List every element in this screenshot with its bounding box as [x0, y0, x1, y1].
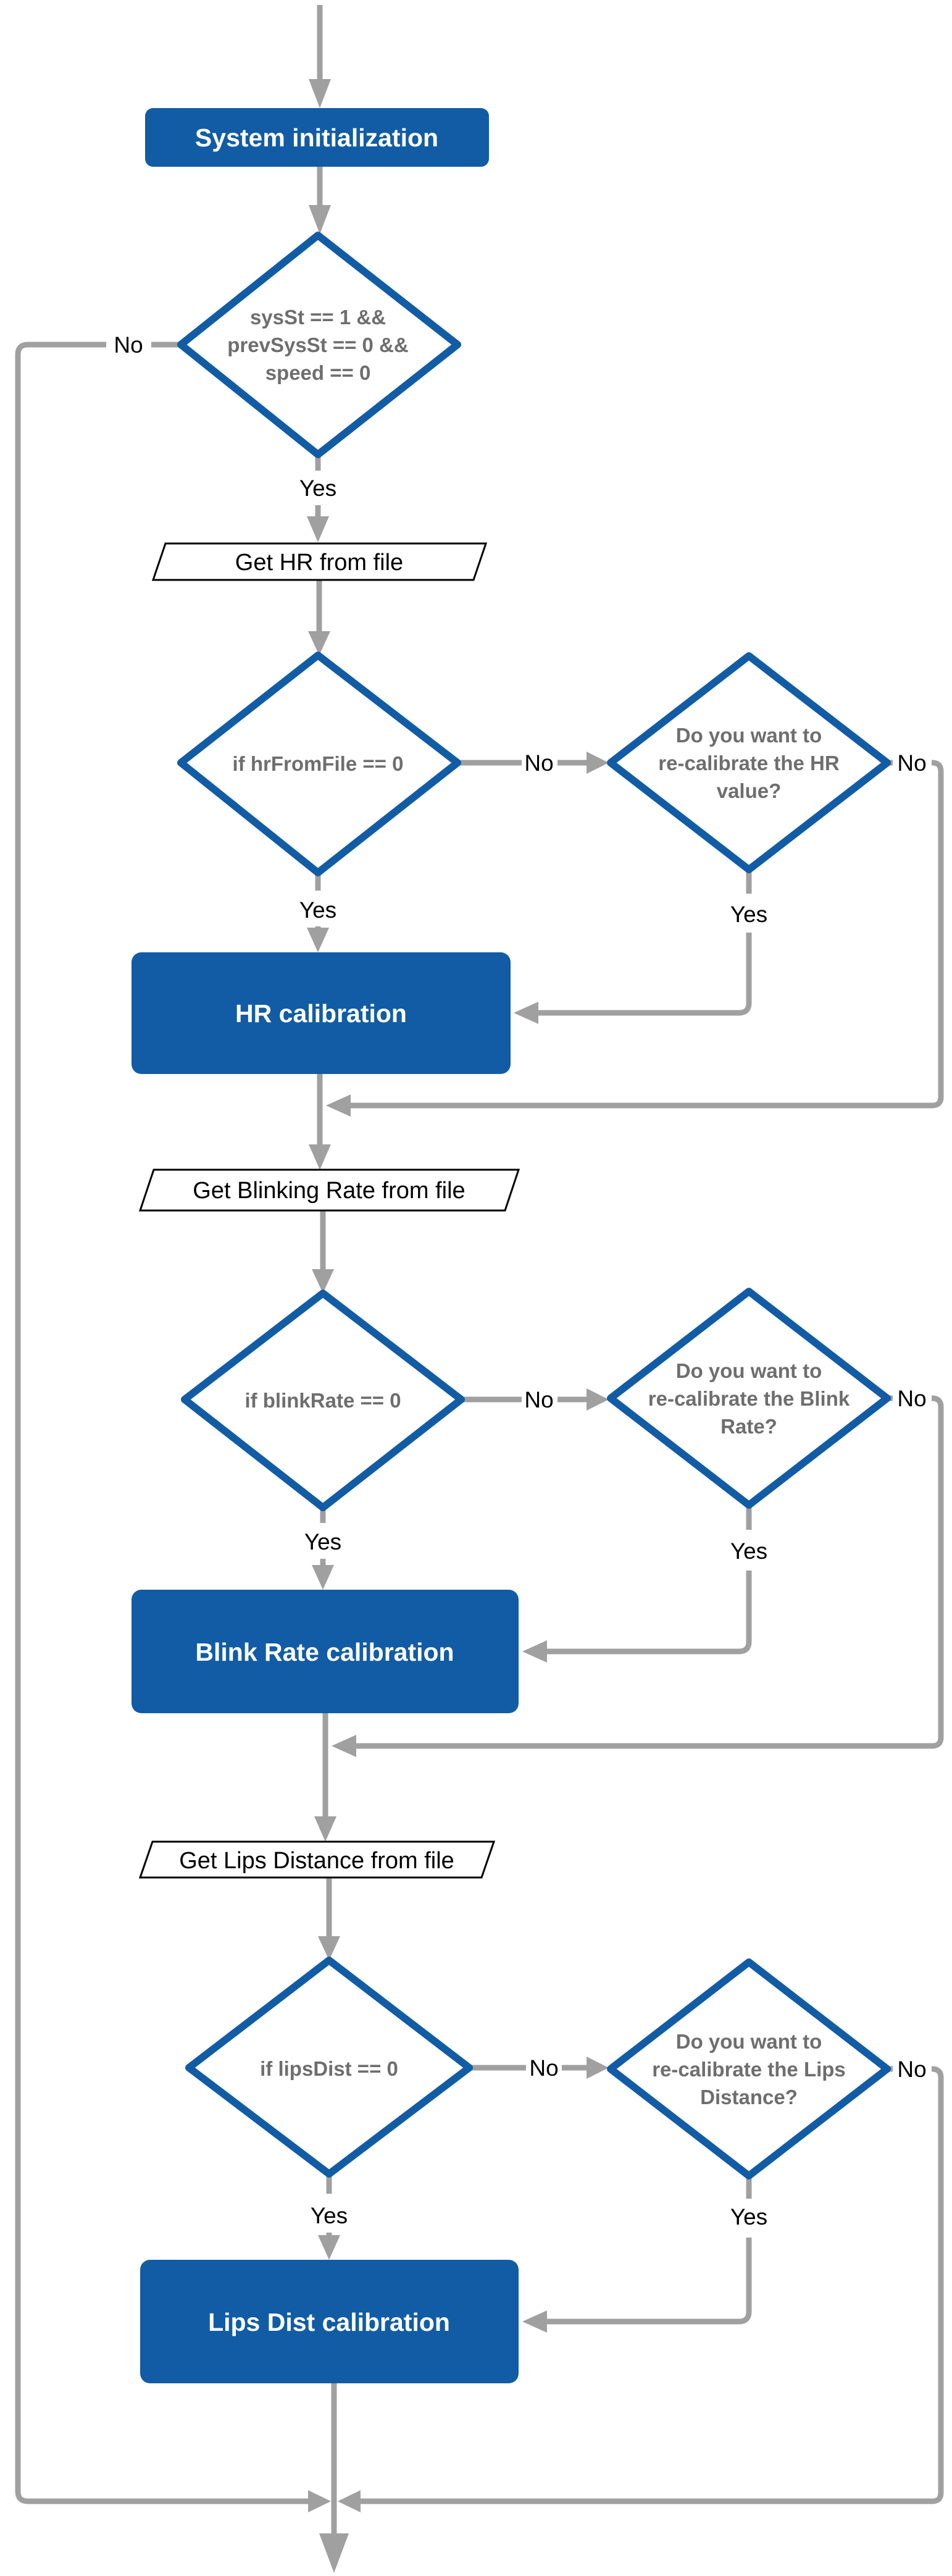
arrowhead-into-cond-blink-recal [587, 1388, 609, 1411]
arrowhead-blink-no-into-spine [332, 1735, 356, 1757]
arrowhead-hr-no-into-spine [326, 1094, 351, 1117]
cond-blink-recal-line2: re-calibrate the Blink [648, 1387, 850, 1410]
edge-label-yes-condhr: Yes [299, 897, 336, 923]
get-hr-label: Get HR from file [235, 550, 403, 576]
arrowhead-yes-into-hr-calibration [307, 928, 329, 952]
edge-lipsrecal-yes-b [547, 2238, 752, 2325]
cond-hr-recal-line1: Do you want to [676, 724, 822, 747]
edge-label-no-condhr-recal: No [897, 750, 926, 776]
cond-start-line2: prevSysSt == 0 && [227, 334, 409, 356]
arrowhead-into-system-init [309, 79, 331, 108]
hr-calibration-label: HR calibration [235, 999, 407, 1028]
node-system-initialization-label: System initialization [195, 124, 438, 152]
cond-lips-line1: if lipsDist == 0 [260, 2057, 398, 2080]
cond-hr-recal-line3: value? [717, 779, 782, 802]
arrowhead-into-cond-hr-recal [587, 752, 609, 774]
node-cond-lips-recal [607, 1958, 891, 2180]
arrowhead-into-get-lips [314, 1816, 336, 1842]
node-get-hr-from-file [151, 542, 488, 581]
edge-label-no-condstart: No [114, 332, 143, 358]
arrowhead-into-lips-calibration [522, 2310, 547, 2333]
node-get-lips-from-file [138, 1840, 496, 1879]
lips-calibration-label: Lips Dist calibration [208, 2308, 450, 2336]
node-cond-hr-recal [607, 652, 891, 873]
node-cond-hr [177, 652, 461, 876]
edge-left-no-loop [15, 342, 308, 2504]
arrowhead-yes-into-blink-calibration [312, 1565, 334, 1590]
node-lips-calibration [140, 2260, 519, 2383]
arrowhead-left-loop-into-junction [308, 2490, 331, 2512]
cond-blink-line1: if blinkRate == 0 [244, 1389, 401, 1412]
arrowhead-into-hr-calibration [514, 1002, 538, 1024]
cond-lips-recal-line3: Distance? [700, 2086, 798, 2108]
arrowhead-right-rail-into-junction [338, 2490, 361, 2512]
edge-label-no-condlips: No [529, 2055, 558, 2081]
edge-label-yes-condhr-recal: Yes [730, 902, 767, 927]
cond-start-line3: speed == 0 [265, 361, 371, 384]
node-cond-blink [181, 1290, 465, 1511]
arrowhead-into-get-hr [307, 516, 329, 542]
get-blink-label: Get Blinking Rate from file [193, 1178, 465, 1204]
arrowhead-into-get-blink [309, 1144, 331, 1170]
edge-blinkrecal-no-rail [356, 1395, 944, 1749]
cond-blink-recal-line3: Rate? [720, 1415, 777, 1438]
edge-label-no-condlips-recal: No [897, 2057, 926, 2082]
arrowhead-final-exit [319, 2533, 349, 2573]
edge-blinkrecal-yes-b [547, 1571, 752, 1655]
cond-blink-recal-line1: Do you want to [676, 1359, 822, 1382]
edge-hrrecal-yes-b [538, 933, 752, 1016]
edge-label-yes-condlips: Yes [311, 2203, 348, 2228]
cond-start-line1: sysSt == 1 && [250, 306, 386, 329]
node-cond-blink-recal [607, 1288, 891, 1509]
arrowhead-into-cond-lips-recal [587, 2057, 609, 2079]
cond-hr-recal-line2: re-calibrate the HR [658, 752, 840, 774]
edge-label-yes-condstart: Yes [299, 476, 336, 501]
arrowhead-yes-into-lips-calibration [318, 2235, 340, 2260]
edge-label-yes-condblink: Yes [304, 1529, 341, 1554]
cond-lips-recal-line1: Do you want to [676, 2030, 822, 2053]
edge-lipsrecal-no-rail [361, 2066, 944, 2504]
node-get-blink-from-file [138, 1168, 520, 1212]
arrowhead-into-cond-lips [318, 1936, 340, 1960]
node-cond-lips [185, 1957, 473, 2178]
arrowhead-into-cond-blink [312, 1269, 334, 1293]
edge-hrrecal-no-rail [351, 760, 944, 1109]
get-lips-label: Get Lips Distance from file [179, 1848, 454, 1874]
edge-label-yes-condblink-recal: Yes [730, 1538, 767, 1564]
node-cond-start [177, 232, 461, 458]
cond-hr-line1: if hrFromFile == 0 [233, 752, 404, 775]
arrowhead-into-cond-hr [308, 631, 330, 655]
arrowhead-into-blink-calibration [522, 1640, 547, 1663]
cond-lips-recal-line2: re-calibrate the Lips [652, 2058, 846, 2081]
node-hr-calibration [132, 952, 511, 1074]
blink-calibration-label: Blink Rate calibration [195, 1638, 454, 1666]
edge-label-yes-condlips-recal: Yes [730, 2204, 767, 2230]
arrowhead-into-cond-start [309, 205, 331, 234]
node-system-initialization [145, 108, 489, 167]
edge-label-no-condblink: No [524, 1387, 553, 1412]
edge-label-no-condhr: No [524, 750, 553, 776]
node-blink-calibration [132, 1590, 519, 1713]
edge-label-no-condblink-recal: No [897, 1386, 926, 1411]
